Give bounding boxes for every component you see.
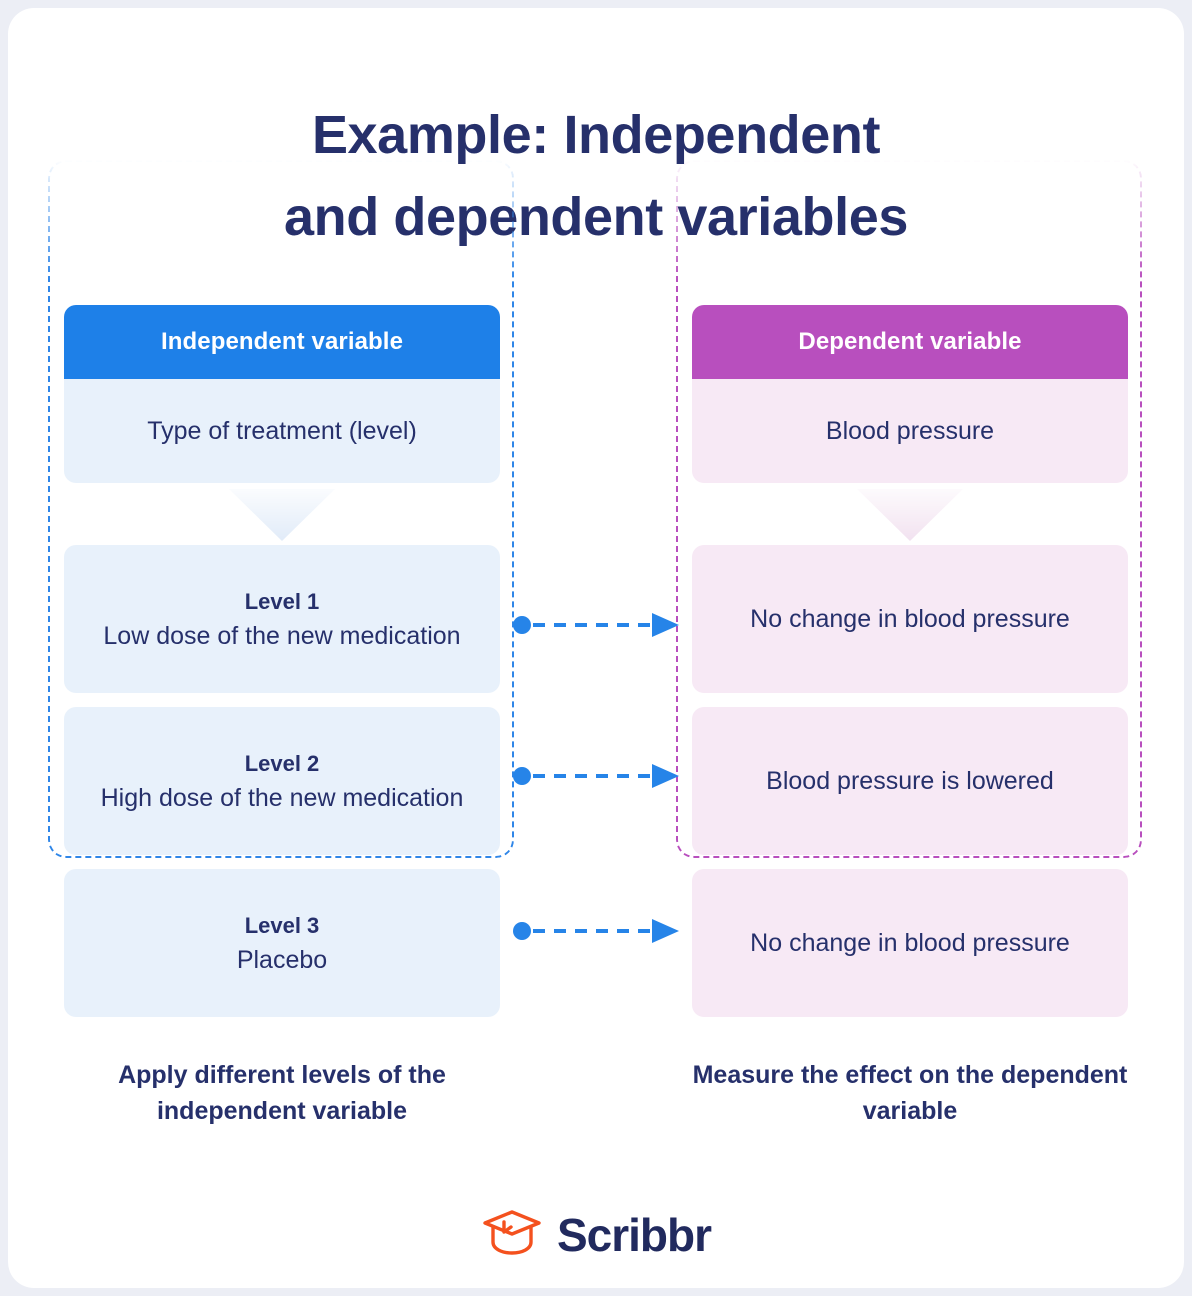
independent-variable-column: Independent variable Type of treatment (… [64,305,500,1031]
independent-variable-caption: Apply different levels of the independen… [118,1061,446,1125]
connector-arrow-3 [513,918,683,944]
diagram-card: Example: Independent and dependent varia… [8,8,1184,1288]
level-box-3-label: Level 3 [244,912,320,938]
graduation-cap-icon [481,1206,543,1263]
dependent-variable-column: Dependent variable Blood pressure No cha… [692,305,1128,1031]
independent-variable-name: Type of treatment (level) [64,379,500,483]
dependent-variable-header-block: Dependent variable Blood pressure [692,305,1128,483]
level-box-1: Level 1 Low dose of the new medication [64,545,500,693]
scribbr-logo: Scribbr [8,1206,1184,1263]
page-title: Example: Independent and dependent varia… [8,94,1184,258]
down-triangle-icon [229,489,335,541]
dependent-variable-name: Blood pressure [692,379,1128,483]
level-box-2-description: High dose of the new medication [100,783,464,812]
level-box-2: Level 2 High dose of the new medication [64,707,500,855]
connector-arrow-2 [513,763,683,789]
result-box-1: No change in blood pressure [692,545,1128,693]
result-box-2-description: Blood pressure is lowered [766,766,1054,795]
scribbr-wordmark: Scribbr [556,1208,712,1261]
connector-arrow-1 [513,612,683,638]
down-triangle-icon [857,489,963,541]
dependent-variable-header-label: Dependent variable [692,305,1128,379]
page-title-line-1: Example: Independent [311,105,881,165]
dependent-variable-caption: Measure the effect on the dependent vari… [692,1061,1128,1125]
page-title-line-2: and dependent variables [284,187,908,248]
level-box-1-description: Low dose of the new medication [103,621,461,650]
result-box-2: Blood pressure is lowered [692,707,1128,855]
level-box-1-label: Level 1 [244,588,320,614]
level-box-3: Level 3 Placebo [64,869,500,1017]
level-box-3-description: Placebo [236,945,328,974]
independent-variable-header-label: Independent variable [64,305,500,379]
level-box-2-label: Level 2 [244,750,320,776]
result-box-3-description: No change in blood pressure [750,928,1070,957]
independent-variable-header-block: Independent variable Type of treatment (… [64,305,500,483]
dependent-flow-arrow [692,483,1128,545]
independent-flow-arrow [64,483,500,545]
result-box-1-description: No change in blood pressure [750,604,1070,633]
result-box-3: No change in blood pressure [692,869,1128,1017]
